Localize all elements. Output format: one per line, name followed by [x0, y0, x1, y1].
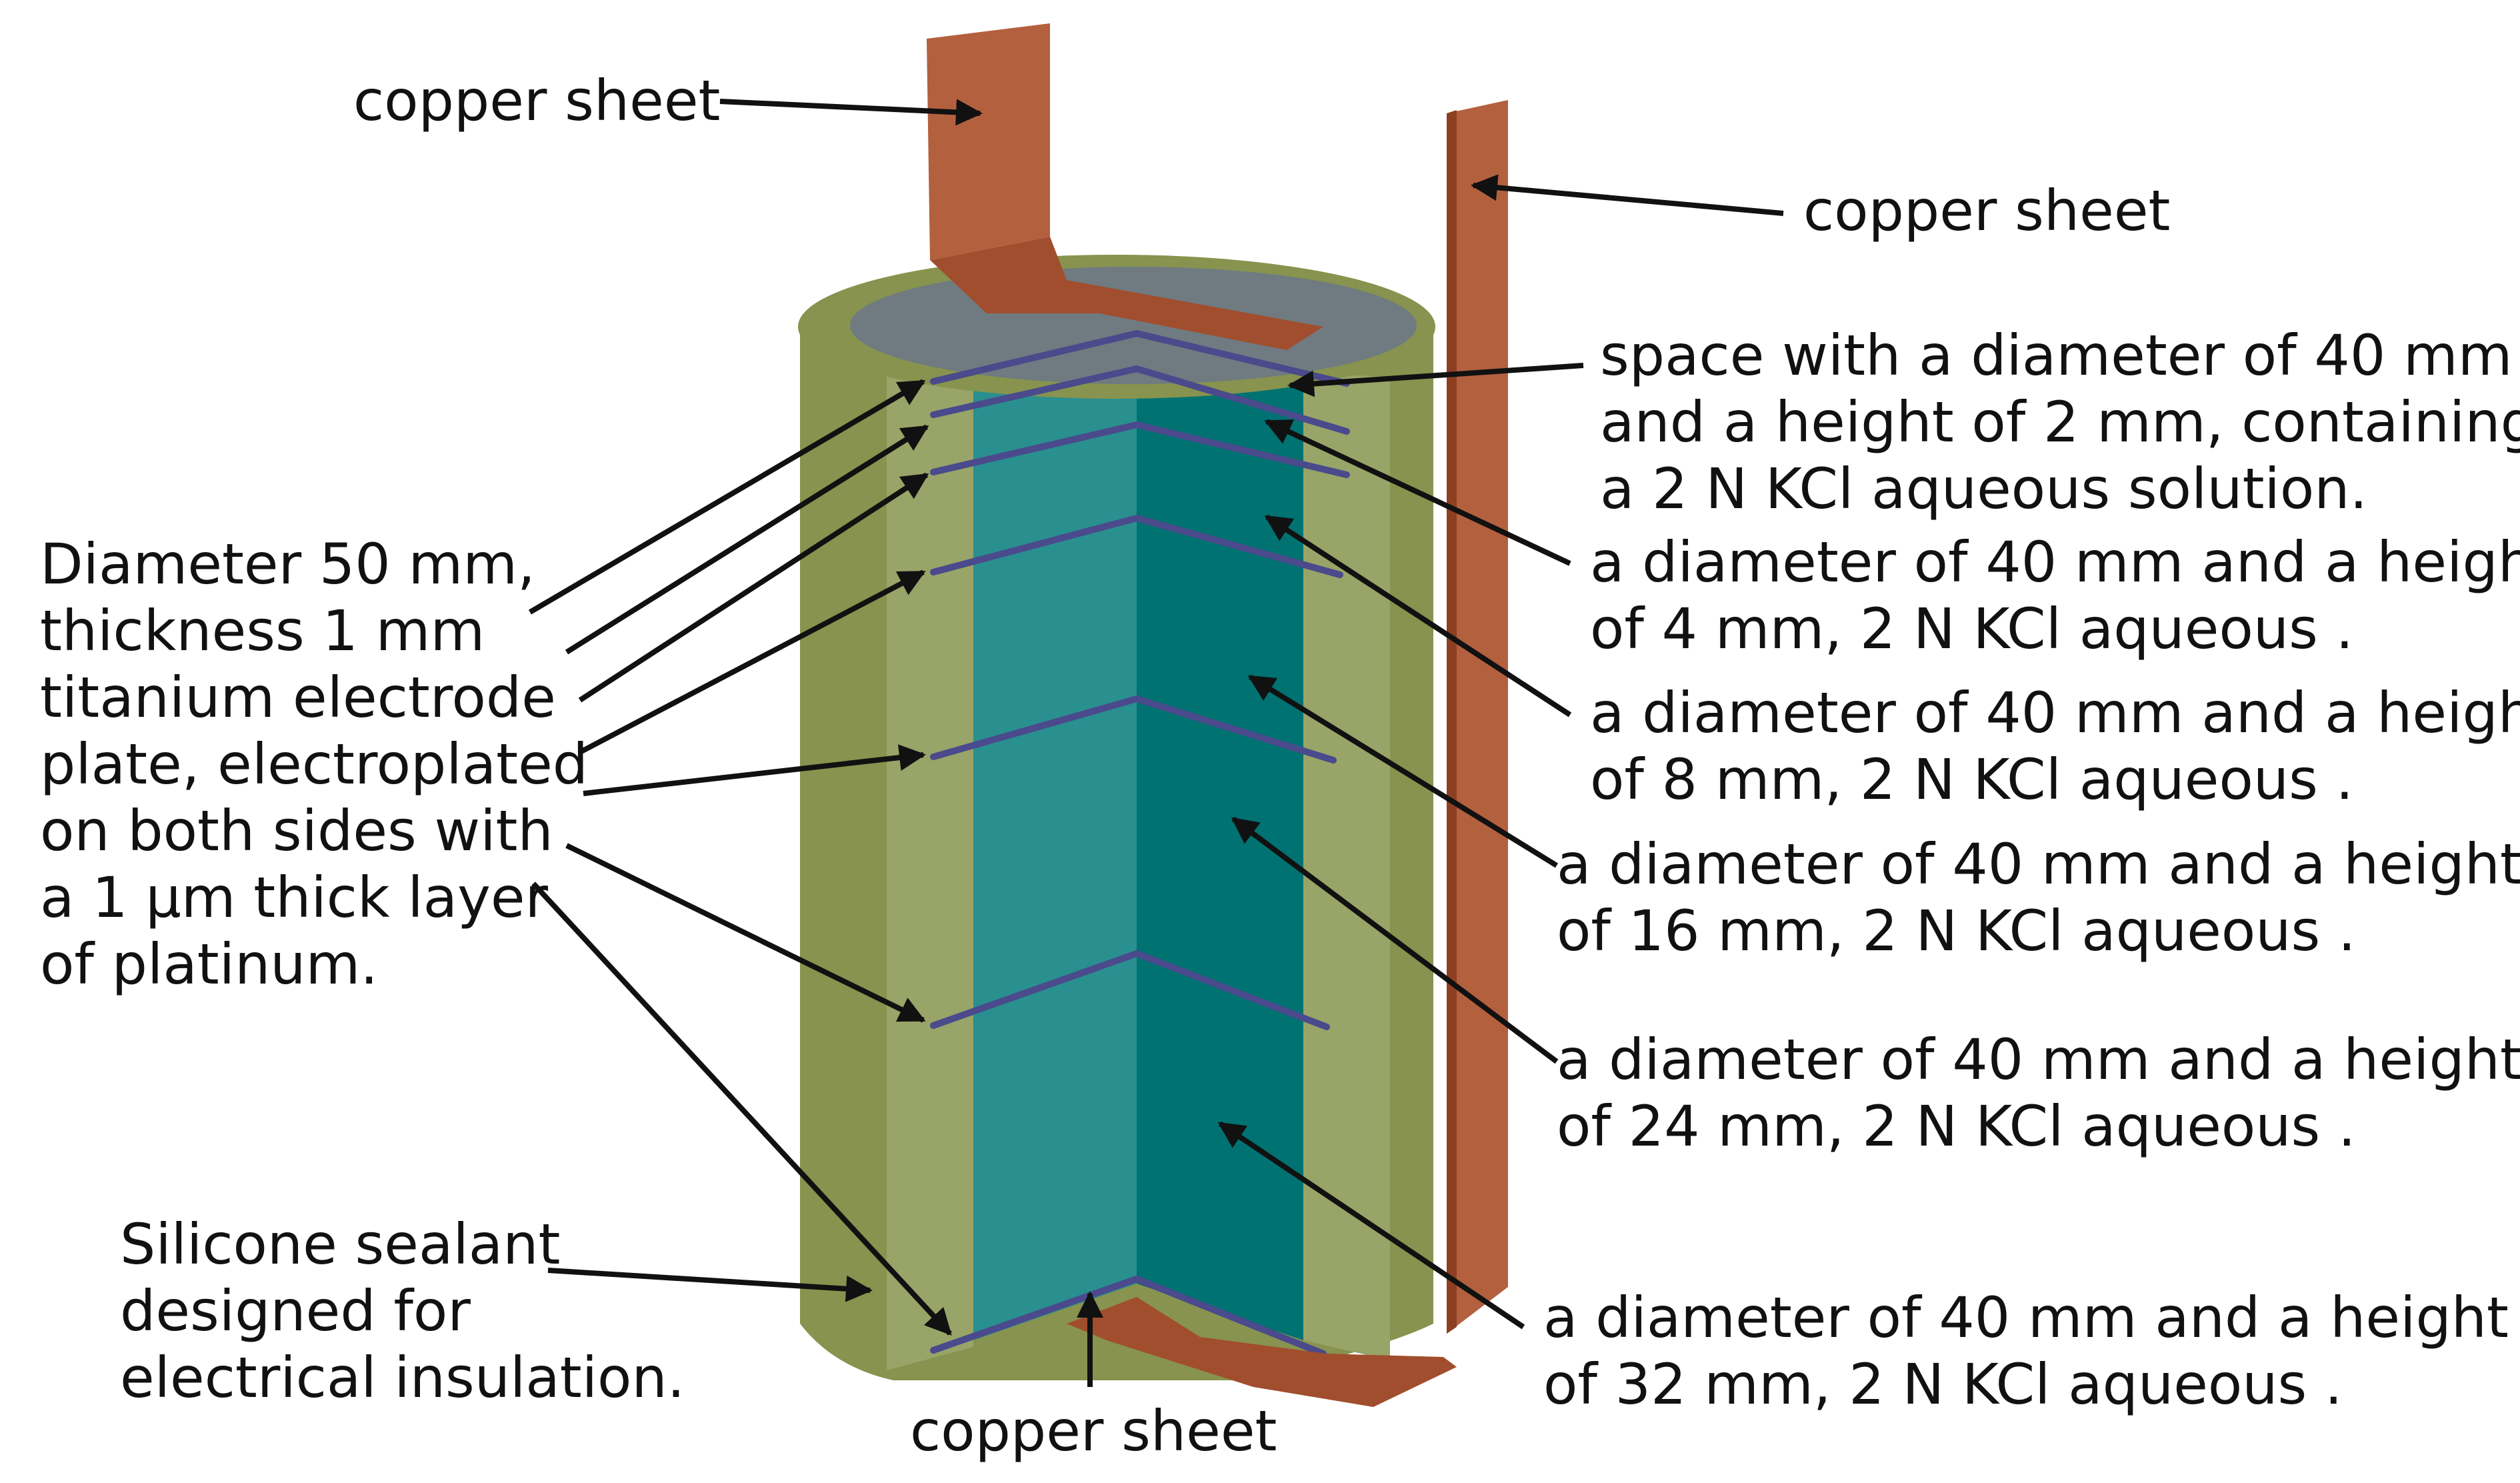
label-sealant-line-1: Silicone sealant: [120, 1212, 560, 1277]
label-sealant-line-2: designed for: [120, 1278, 471, 1344]
copper-sheet-top-vertical: [927, 23, 1050, 260]
sealant-cut-face-right: [1303, 373, 1390, 1360]
electrode-plate-4: [930, 514, 1343, 578]
arrow-layer-8mm: [1264, 514, 1572, 717]
arrow-layer-24mm: [1231, 816, 1559, 1064]
electrode-plate-5: [930, 695, 1337, 764]
electrode-plate-7: [930, 1275, 1327, 1357]
arrow-electrode-3: [578, 472, 929, 703]
copper-sheet-right-front: [1447, 100, 1508, 1334]
cylinder-body: [798, 255, 1435, 1380]
arrow-copper-right: [1471, 174, 1784, 216]
label-sealant-line-3: electrical insulation.: [120, 1345, 685, 1410]
arrow-electrode-5: [583, 744, 926, 796]
copper-sheet-right-side: [1447, 110, 1457, 1334]
arrow-electrode-1: [528, 379, 926, 615]
copper-sheet-bottom: [1067, 1297, 1457, 1407]
label-layer-8mm-line-1: a diameter of 40 mm and a height: [1590, 680, 2520, 746]
label-electrode-line-5: on both sides with: [40, 798, 553, 864]
arrow-space-2mm: [1287, 363, 1584, 397]
copper-sheets: [927, 23, 1508, 1407]
label-electrode-line-2: thickness 1 mm: [40, 598, 485, 663]
arrow-electrode-4: [579, 569, 926, 755]
label-layer-24mm-line-1: a diameter of 40 mm and a height: [1557, 1027, 2520, 1092]
label-space-line-2: and a height of 2 mm, containing: [1600, 389, 2520, 455]
label-electrode-line-7: of platinum.: [40, 932, 378, 997]
label-copper-sheet-right: copper sheet: [1803, 178, 2170, 243]
electrode-plate-3: [930, 421, 1350, 478]
label-layer-16mm-line-1: a diameter of 40 mm and a height: [1557, 832, 2520, 897]
arrow-layer-16mm: [1247, 674, 1559, 868]
label-layer-8mm-line-2: of 8 mm, 2 N KCl aqueous .: [1590, 747, 2353, 812]
arrow-electrode-6: [565, 843, 926, 1023]
arrow-sealant: [547, 1268, 873, 1302]
arrow-electrode-2: [565, 424, 929, 655]
label-layer-16mm-line-2: of 16 mm, 2 N KCl aqueous .: [1557, 898, 2356, 964]
electrode-plate-2: [930, 365, 1350, 435]
label-layer-24mm-line-2: of 24 mm, 2 N KCl aqueous .: [1557, 1094, 2356, 1159]
label-electrode-line-6: a 1 µm thick layer: [40, 865, 549, 930]
electrode-plates: [930, 329, 1350, 1357]
arrow-copper-top: [719, 99, 983, 126]
sealant-cut-face-left: [887, 363, 973, 1370]
electrolyte-right: [1137, 333, 1303, 1340]
electrode-plate-1: [930, 329, 1350, 387]
electrolyte-left: [973, 333, 1137, 1340]
label-layer-32mm-line-1: a diameter of 40 mm and a height: [1543, 1285, 2509, 1350]
label-space-line-3: a 2 N KCl aqueous solution.: [1600, 456, 2367, 521]
label-layer-4mm-line-2: of 4 mm, 2 N KCl aqueous .: [1590, 596, 2353, 661]
arrow-electrode-7: [531, 882, 952, 1336]
label-space-line-1: space with a diameter of 40 mm: [1600, 323, 2513, 388]
label-electrode-line-4: plate, electroplated: [40, 731, 588, 797]
arrow-layer-32mm: [1217, 1121, 1525, 1330]
label-layer-4mm-line-1: a diameter of 40 mm and a height: [1590, 529, 2520, 595]
label-copper-sheet-bottom: copper sheet: [910, 1398, 1277, 1464]
copper-sheet-top-horizontal: [930, 237, 1323, 350]
labels: copper sheet copper sheet copper sheet s…: [40, 68, 2520, 1464]
label-electrode-line-1: Diameter 50 mm,: [40, 531, 535, 597]
label-copper-sheet-top: copper sheet: [353, 68, 720, 133]
label-electrode-line-3: titanium electrode: [40, 665, 556, 730]
leader-arrows: [528, 99, 1784, 1387]
arrow-layer-4mm: [1264, 419, 1571, 566]
electrode-plate-6: [930, 950, 1330, 1030]
label-layer-32mm-line-2: of 32 mm, 2 N KCl aqueous .: [1543, 1352, 2343, 1417]
